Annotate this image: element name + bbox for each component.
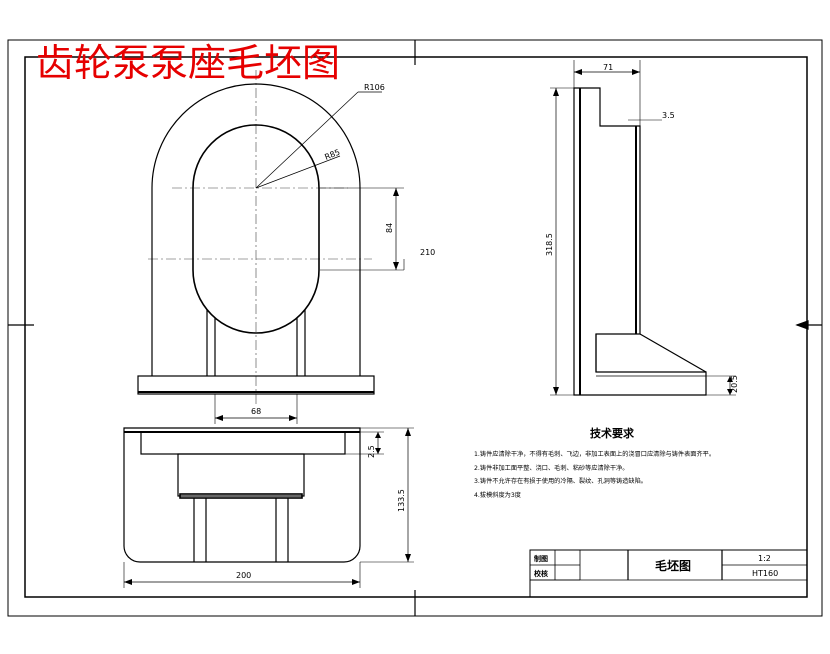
note-item-3: 3.铸件不允许存在有损于使用的冷隔、裂纹、孔洞等铸造缺陷。 (474, 477, 647, 485)
drawing-title: 齿轮泵泵座毛坯图 (36, 41, 340, 85)
top-view (123, 427, 414, 588)
side-view (550, 60, 736, 396)
note-item-1: 1.铸件应清除干净，不得有毛刺、飞边，非加工表面上的浇冒口应清除与铸件表面齐平。 (474, 450, 715, 458)
dim-133-5: 133.5 (397, 489, 406, 512)
dim-318-5: 318.5 (545, 233, 554, 256)
dimension-labels: R106 R85 84 210 68 71 3.5 318.5 20.5 2.5… (236, 63, 739, 580)
outer-frame (7, 39, 823, 617)
dim-210: 210 (420, 248, 435, 257)
dim-2-5: 2.5 (367, 445, 376, 458)
technical-notes: 技术要求 1.铸件应清除干净，不得有毛刺、飞边，非加工表面上的浇冒口应清除与铸件… (474, 426, 715, 499)
label-checked: 校核 (534, 569, 548, 578)
front-view (137, 70, 405, 424)
title-block-scale: 1:2 (758, 554, 771, 563)
note-item-2: 2.铸件非加工面平整、浇口、毛刺、粘砂等应清除干净。 (474, 464, 628, 472)
dim-3-5: 3.5 (662, 111, 675, 120)
title-block-material: HT160 (752, 569, 778, 578)
label-drawn: 制图 (534, 554, 548, 563)
front-view-arrows (215, 188, 399, 421)
centering-marks (8, 40, 822, 616)
title-block-name: 毛坯图 (655, 558, 691, 573)
dim-68: 68 (251, 407, 261, 416)
dim-71: 71 (603, 63, 613, 72)
side-view-arrows (553, 69, 733, 395)
title-block-text: 制图 校核 毛坯图 1:2 HT160 (534, 554, 778, 578)
notes-heading: 技术要求 (590, 426, 635, 440)
dim-84: 84 (385, 223, 394, 233)
dim-200: 200 (236, 571, 251, 580)
dim-r106: R106 (364, 83, 385, 92)
dim-20-5: 20.5 (730, 375, 739, 393)
title-block (529, 549, 808, 598)
dim-r85: R85 (323, 148, 341, 162)
inner-frame (24, 56, 808, 598)
note-item-4: 4.拔模斜度为3度 (474, 491, 521, 499)
top-view-arrows (124, 428, 411, 585)
